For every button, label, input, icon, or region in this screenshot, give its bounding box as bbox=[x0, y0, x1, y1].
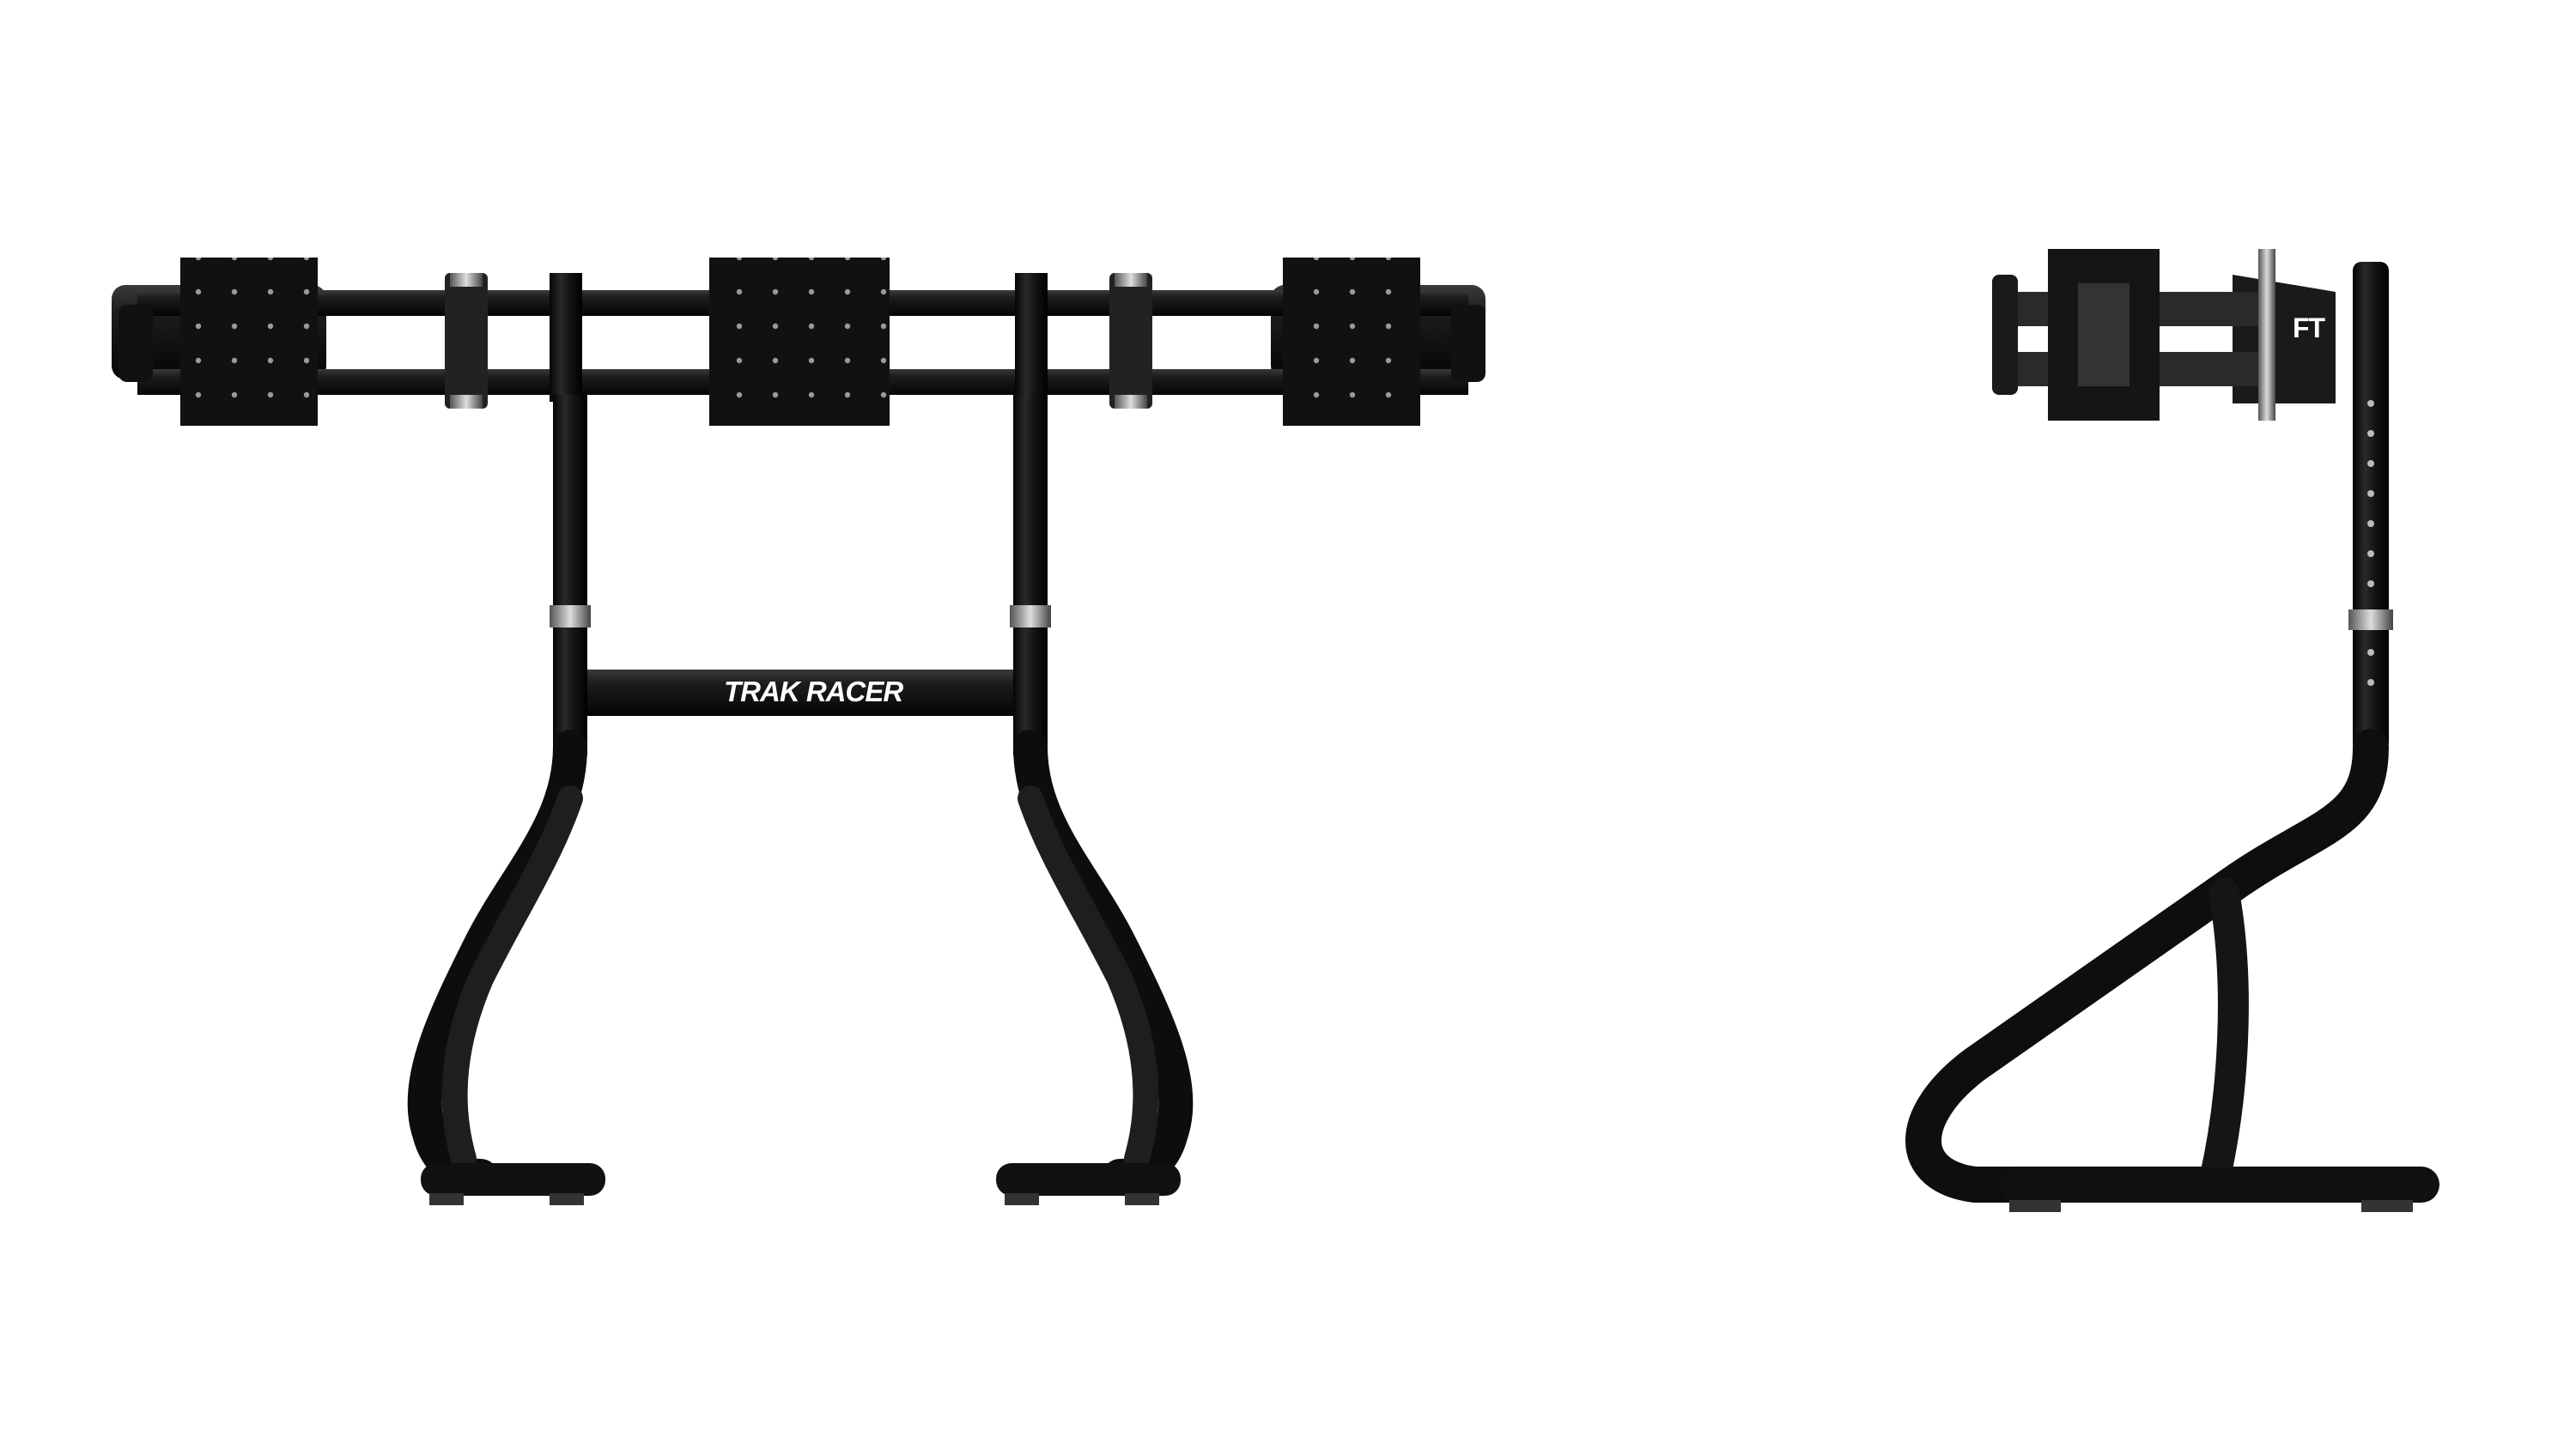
trak-racer-logo: TRAK RACER bbox=[724, 676, 903, 707]
ft-brand-badge: FT bbox=[2293, 312, 2325, 343]
front-view-stand bbox=[112, 258, 1485, 1205]
side-view-stand bbox=[1905, 249, 2439, 1212]
